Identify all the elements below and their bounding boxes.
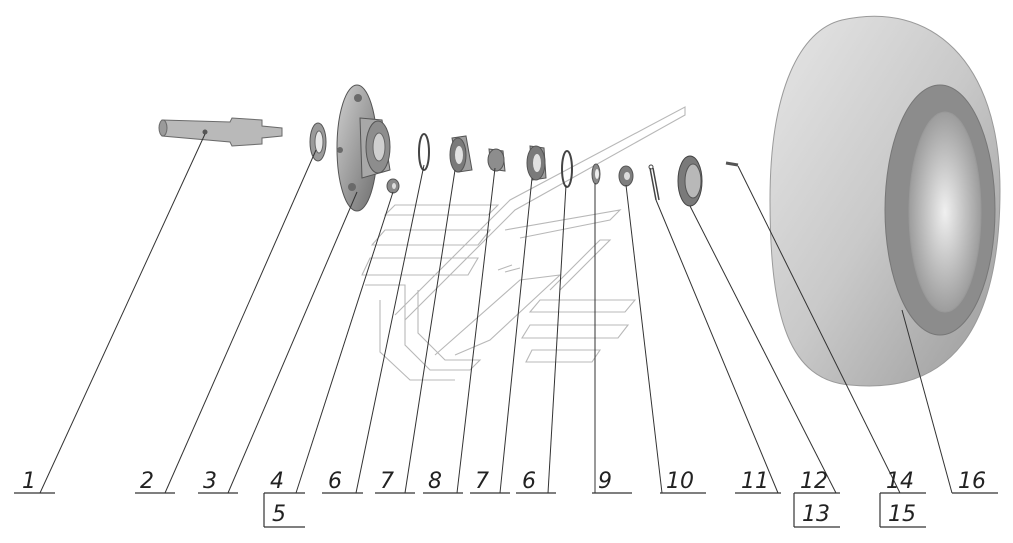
callout-7-right: 7	[475, 469, 489, 494]
callout-2: 2	[140, 469, 154, 494]
callout-12: 12	[800, 469, 828, 494]
callout-8: 8	[428, 469, 442, 494]
callout-15: 15	[888, 502, 916, 527]
tire-part	[769, 15, 1001, 387]
axle-shaft-part	[158, 117, 283, 147]
watermark-logo	[361, 106, 686, 381]
callout-4: 4	[270, 469, 284, 494]
spacer-bushing-part	[487, 148, 506, 172]
leader-lines	[14, 133, 998, 528]
callout-13: 13	[802, 502, 830, 527]
callout-5: 5	[272, 502, 286, 527]
retaining-ring-part-right	[561, 150, 573, 188]
hub-cap-part	[677, 155, 703, 207]
callout-11: 11	[741, 469, 769, 494]
callout-labels: 1 2 3 4 5 6 7 8 7 6 9 10 11 12 13 14 15 …	[22, 469, 986, 527]
callout-3: 3	[203, 469, 217, 494]
callout-14: 14	[886, 469, 914, 494]
callout-10: 10	[666, 469, 694, 494]
washer-part	[591, 163, 601, 185]
callout-6-left: 6	[328, 469, 342, 494]
bearing-part-right	[526, 145, 547, 181]
callout-7-left: 7	[380, 469, 394, 494]
callout-16: 16	[958, 469, 986, 494]
castle-nut-part	[618, 165, 634, 187]
bearing-part-left	[449, 135, 473, 173]
hub-part	[336, 84, 391, 212]
nut-part	[386, 178, 400, 194]
cotter-pin-part	[648, 164, 660, 201]
valve-part	[725, 161, 739, 167]
seal-ring-part	[309, 122, 327, 162]
callout-9: 9	[598, 469, 612, 494]
callout-6-right: 6	[522, 469, 536, 494]
callout-1: 1	[22, 469, 36, 494]
retaining-ring-part-left	[418, 133, 430, 171]
